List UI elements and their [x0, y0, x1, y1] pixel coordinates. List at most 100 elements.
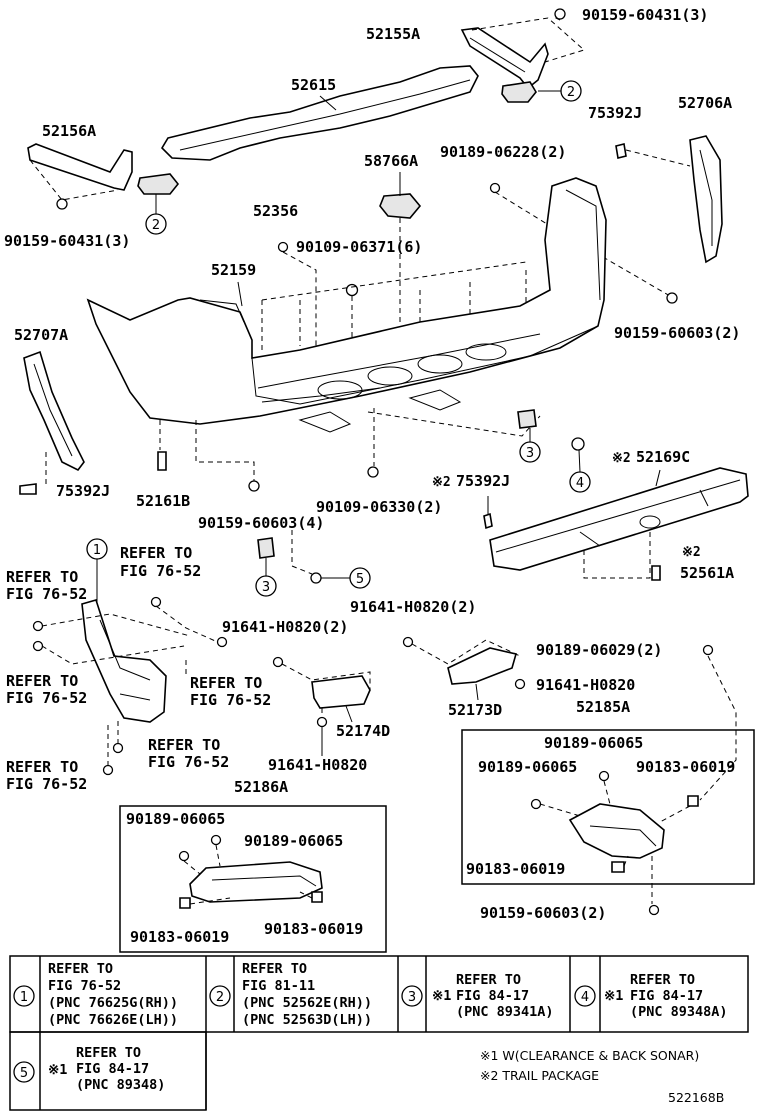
label-52185A: 52185A: [576, 698, 630, 716]
svg-text:2: 2: [216, 990, 224, 1005]
box-52185A: [461, 729, 755, 885]
callout-2-left-text: 2: [152, 218, 160, 233]
svg-text:REFER TO: REFER TO: [242, 961, 307, 977]
label-91641-H0820-2b: 91641-H0820(2): [350, 598, 476, 616]
clip-icon: [102, 764, 114, 776]
clip-icon: [483, 512, 493, 530]
label-90189-06065-b: 90189-06065: [244, 832, 343, 850]
label-52159: 52159: [211, 261, 256, 279]
svg-text:FIG 81-11: FIG 81-11: [242, 978, 315, 994]
cover-52174D: [311, 675, 371, 709]
bolt-icon: [367, 466, 379, 478]
label-91641-H0820-d: 91641-H0820: [268, 756, 367, 774]
refer-4-line2: FIG 76-52: [190, 691, 271, 709]
label-90159-60431-top: 90159-60431(3): [582, 6, 708, 24]
label-90183-06019-d: 90183-06019: [466, 860, 565, 878]
cover-52185A: [568, 803, 665, 859]
bolt-icon: [554, 8, 566, 20]
callout-3-mid-text: 3: [262, 580, 270, 595]
label-90159-60603-bottom: 90159-60603(2): [480, 904, 606, 922]
label-52161B: 52161B: [136, 492, 190, 510]
legend-cell-1: 1 REFER TO FIG 76-52 (PNC 76625G(RH)) (P…: [13, 961, 178, 1028]
legend-cell-3: 3 ※1 REFER TO FIG 84-17 (PNC 89341A): [401, 972, 554, 1020]
bolt-icon: [316, 716, 328, 728]
label-90109-06330: 90109-06330(2): [316, 498, 442, 516]
label-90189-06029: 90189-06029(2): [536, 641, 662, 659]
cover-52186A: [189, 861, 323, 903]
svg-text:REFER TO: REFER TO: [456, 972, 521, 988]
refer-3-line1: REFER TO: [6, 672, 78, 690]
refer-2-line2: FIG 76-52: [120, 562, 201, 580]
svg-text:FIG 84-17: FIG 84-17: [456, 988, 529, 1004]
clip-icon: [311, 891, 323, 903]
label-52173D: 52173D: [448, 701, 502, 719]
side-bracket-52706A: [689, 135, 723, 264]
label-90189-06065-c: 90189-06065: [544, 734, 643, 752]
callout-4-upper-text: 4: [576, 476, 584, 491]
legend-cell-5: 5 ※1 REFER TO FIG 84-17 (PNC 89348): [13, 1045, 165, 1093]
svg-text:REFER TO: REFER TO: [76, 1045, 141, 1061]
label-90183-06019-b: 90183-06019: [264, 920, 363, 938]
cap-58766A: [379, 193, 422, 219]
label-90189-06065-a: 90189-06065: [126, 810, 225, 828]
bracket-52155A: [460, 27, 549, 103]
svg-text:(PNC 89348A): (PNC 89348A): [630, 1004, 728, 1020]
bumper-cover-52159: [86, 177, 607, 433]
clip-icon: [651, 565, 661, 581]
sensor-bracket-icon: [517, 409, 537, 429]
svg-text:1: 1: [20, 990, 28, 1005]
clip-icon: [112, 742, 124, 754]
bolt-icon: [666, 292, 678, 304]
bolt-icon: [530, 798, 542, 810]
label-52615: 52615: [291, 76, 336, 94]
refer-2-line1: REFER TO: [120, 544, 192, 562]
callout-2-top-text: 2: [567, 85, 575, 100]
label-90189-06065-d: 90189-06065: [478, 758, 577, 776]
svg-text:3: 3: [408, 990, 416, 1005]
sensor-bracket-icon: [257, 537, 275, 559]
label-90159-60603-right: 90159-60603(2): [614, 324, 740, 342]
clip-icon: [150, 596, 162, 608]
svg-text:FIG 76-52: FIG 76-52: [48, 978, 121, 994]
bolt-icon: [178, 850, 190, 862]
svg-text:(PNC 52563D(LH)): (PNC 52563D(LH)): [242, 1012, 372, 1028]
label-91641-H0820-2a: 91641-H0820(2): [222, 618, 348, 636]
nut-icon: [571, 437, 585, 451]
label-91641-H0820-c: 91641-H0820: [536, 676, 635, 694]
label-90159-60431-left: 90159-60431(3): [4, 232, 130, 250]
bolt-icon: [210, 834, 222, 846]
callout-1-mud-text: 1: [93, 543, 101, 558]
side-bracket-52707A: [23, 350, 85, 472]
cover-52173D: [447, 647, 518, 685]
svg-text:(PNC 52562E(RH)): (PNC 52562E(RH)): [242, 995, 372, 1011]
bolt-icon: [272, 656, 284, 668]
svg-text:4: 4: [581, 990, 589, 1005]
refer-6-line1: REFER TO: [6, 758, 78, 776]
bolt-icon: [248, 480, 260, 492]
label-75392J-mid: 75392J: [456, 472, 510, 490]
svg-text:(PNC 89348): (PNC 89348): [76, 1077, 165, 1093]
label-90189-06228: 90189-06228(2): [440, 143, 566, 161]
box-52186A: [119, 805, 387, 953]
clip-icon: [615, 143, 627, 159]
label-52156A: 52156A: [42, 122, 96, 140]
legend-cell-4: 4 ※1 REFER TO FIG 84-17 (PNC 89348A): [574, 972, 728, 1020]
refer-5-line1: REFER TO: [148, 736, 220, 754]
refer-4-line1: REFER TO: [190, 674, 262, 692]
refer-5-line2: FIG 76-52: [148, 753, 229, 771]
clip-icon: [216, 636, 228, 648]
label-52169C: 52169C: [636, 448, 690, 466]
refer-3-line2: FIG 76-52: [6, 689, 87, 707]
svg-text:※1: ※1: [604, 988, 623, 1004]
label-52706A: 52706A: [678, 94, 732, 112]
clip-icon: [687, 795, 699, 807]
bolt-icon: [598, 770, 610, 782]
label-90183-06019-c: 90183-06019: [636, 758, 735, 776]
nut-icon: [277, 241, 289, 253]
clip-icon: [611, 861, 625, 873]
clip-icon: [32, 640, 44, 652]
clip-icon: [32, 620, 44, 632]
label-52186A: 52186A: [234, 778, 288, 796]
svg-text:※1: ※1: [432, 988, 451, 1004]
